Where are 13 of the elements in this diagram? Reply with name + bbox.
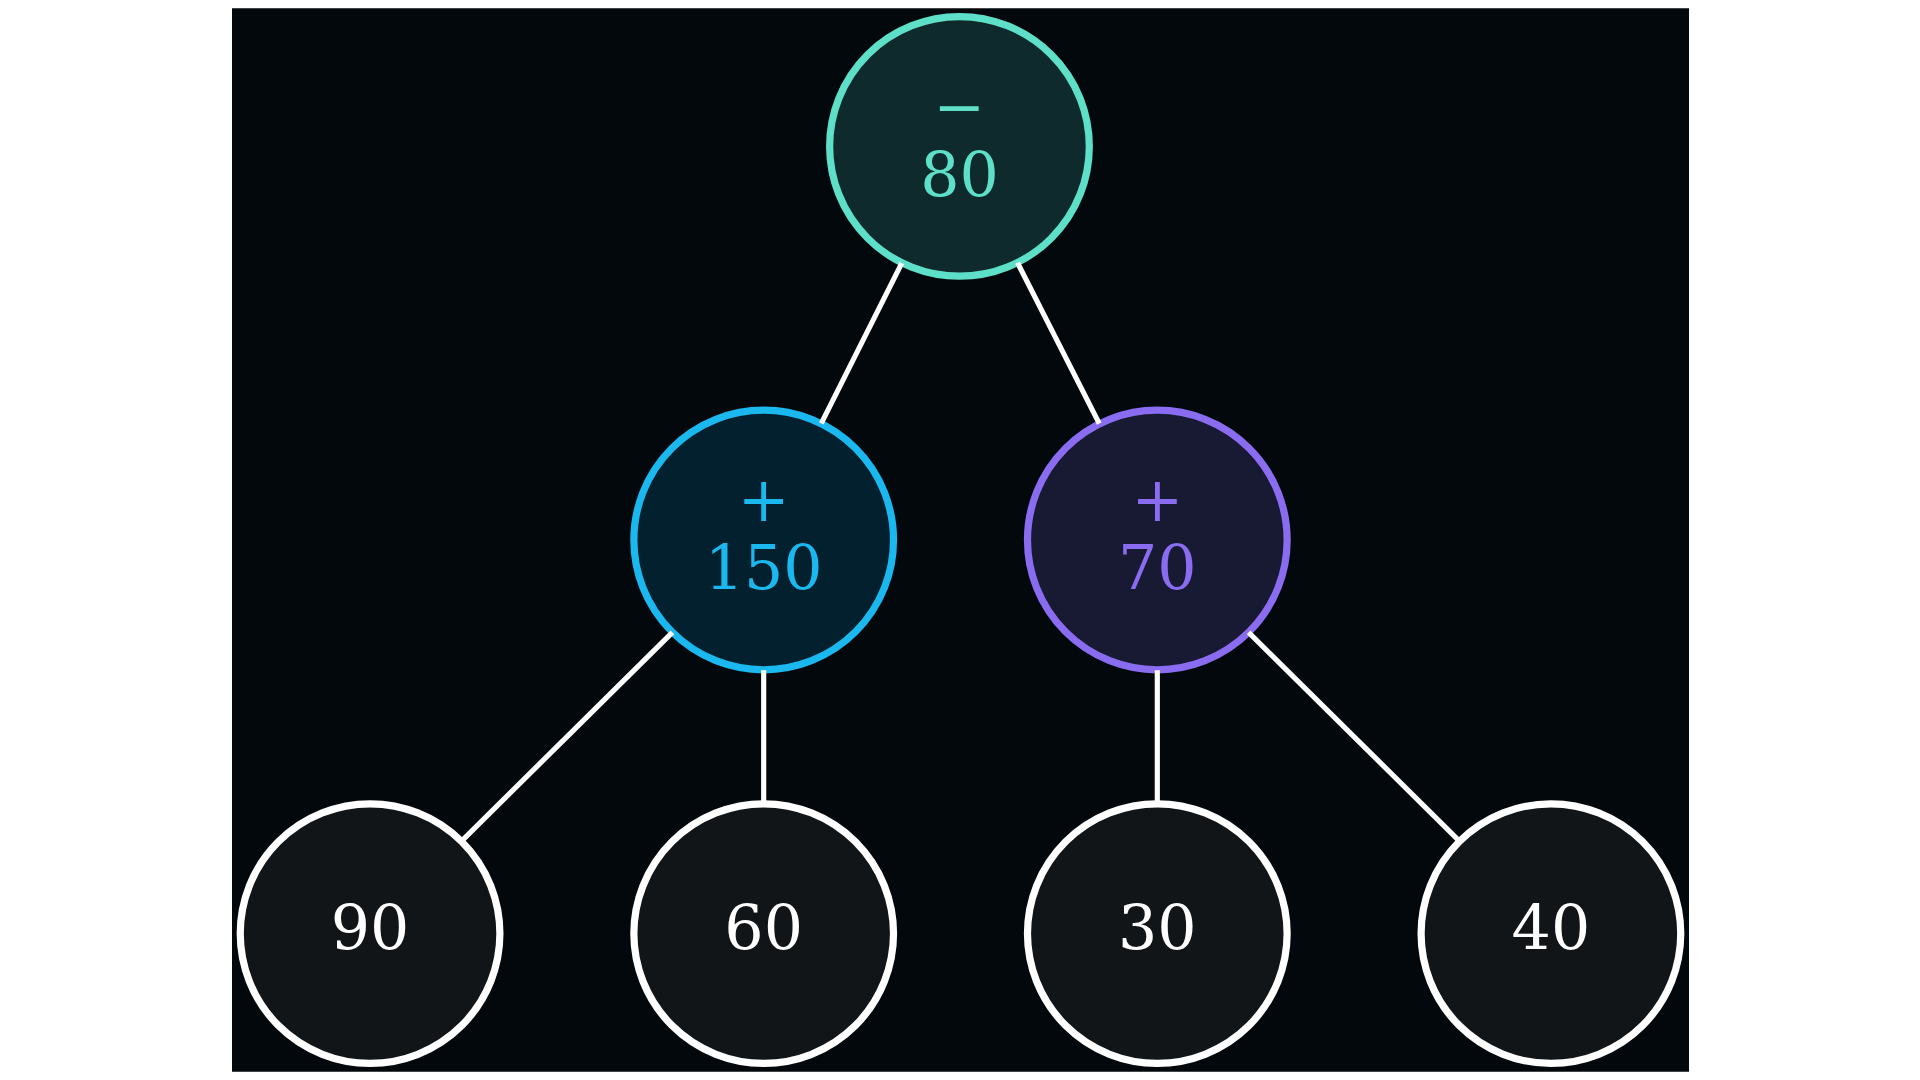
node-circle: 60 [629,800,897,1068]
node-circle: + 150 [629,406,897,674]
connector [760,670,766,804]
connector [459,630,674,843]
node-circle: + 70 [1023,406,1291,674]
connector [1154,670,1160,804]
connector [1246,630,1461,843]
node-circle: 90 [236,800,503,1068]
connector [818,262,904,425]
connector [1014,261,1102,425]
node-circle: − 80 [825,12,1093,280]
node-circle: 30 [1023,800,1291,1068]
node-circle: 40 [1417,800,1684,1068]
